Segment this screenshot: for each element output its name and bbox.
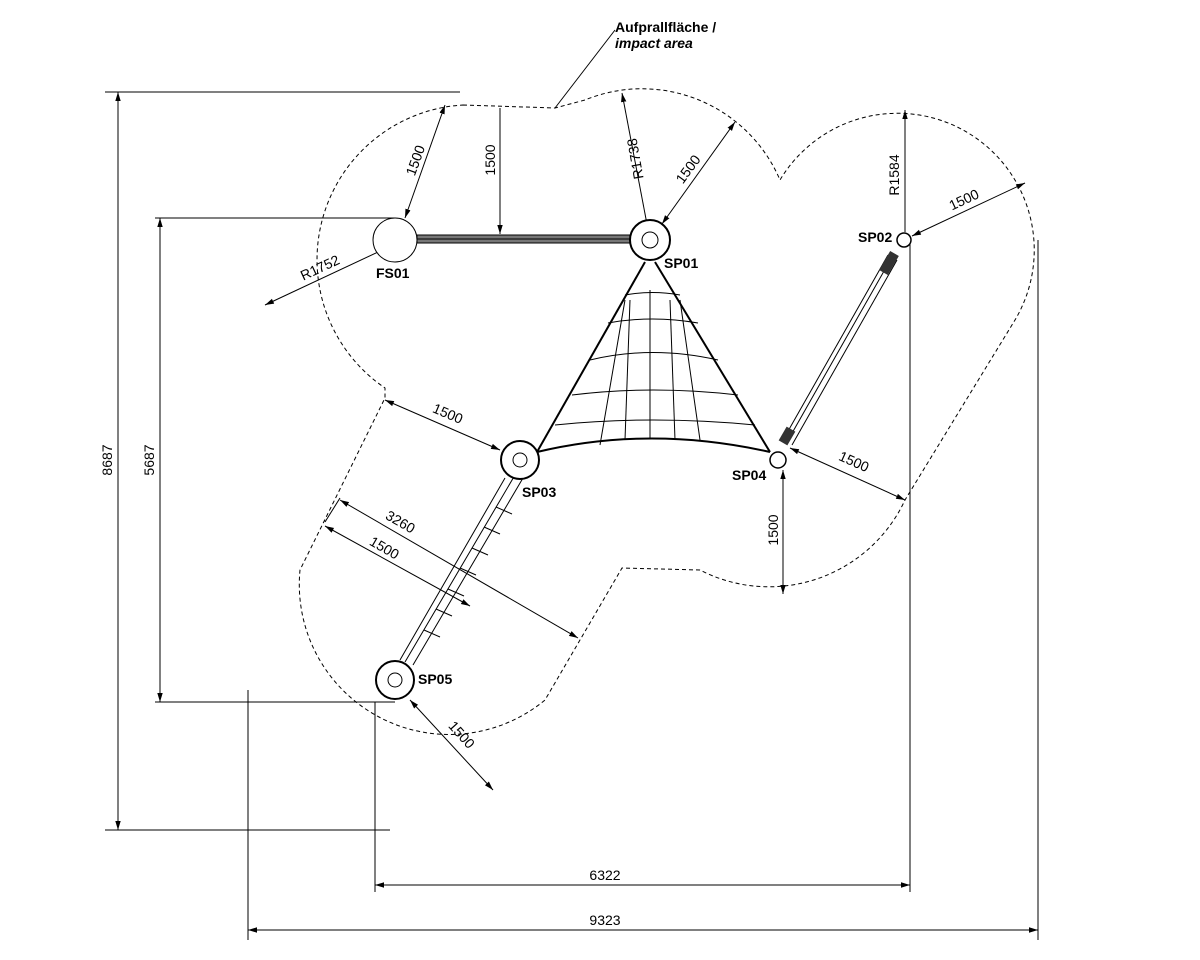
post-sp04: SP04: [732, 451, 787, 483]
post-fs01-label: FS01: [376, 265, 410, 281]
dim-sp03-left-label: 1500: [430, 400, 465, 427]
dim-r-fs01-label: R1752: [298, 251, 342, 283]
balance-beam: [416, 234, 631, 244]
dim-inner-height-label: 5687: [141, 444, 157, 475]
dim-beam-top-label: 1500: [482, 144, 498, 175]
dim-sp01-right-label: 1500: [672, 152, 703, 187]
dim-sp02-right-label: 1500: [946, 186, 981, 214]
dim-fs01-top-label: 1500: [402, 143, 428, 178]
dim-r-sp01-label: R1738: [624, 137, 647, 181]
dim-ladder-length-label: 3260: [383, 507, 418, 537]
post-sp02-label: SP02: [858, 229, 892, 245]
dim-ladder-offset-label: 1500: [367, 533, 402, 563]
dim-sp05-bottom-label: 1500: [445, 718, 478, 752]
post-sp05: SP05: [375, 660, 452, 700]
impact-area-outline: [298, 88, 1035, 735]
post-sp03: SP03: [500, 440, 556, 500]
dim-sp04-bottom-label: 1500: [765, 514, 781, 545]
post-fs01: FS01: [372, 217, 418, 281]
dim-total-width-label: 9323: [589, 912, 620, 928]
dim-total-height-label: 8687: [99, 444, 115, 475]
annotation-text-de: Aufprallfläche /: [615, 19, 716, 35]
dim-inner-width: 6322: [375, 867, 910, 888]
inclined-ladder: [778, 250, 899, 446]
post-sp05-label: SP05: [418, 671, 452, 687]
rope-ladder: [399, 474, 524, 666]
post-sp04-label: SP04: [732, 467, 766, 483]
extension-lines: [105, 91, 1039, 940]
post-sp03-label: SP03: [522, 484, 556, 500]
annotation-text-en: impact area: [615, 35, 693, 51]
dim-total-width: 9323: [248, 912, 1038, 933]
post-sp01-label: SP01: [664, 255, 698, 271]
climbing-net: [536, 261, 771, 453]
dim-inner-width-label: 6322: [589, 867, 620, 883]
dim-r-sp02-label: R1584: [886, 154, 902, 195]
annotation-leader: [554, 29, 616, 109]
post-sp01: SP01: [629, 219, 698, 271]
post-sp02: SP02: [858, 229, 912, 248]
dim-inner-height: 5687: [141, 218, 163, 702]
dim-total-height: 8687: [99, 92, 121, 830]
